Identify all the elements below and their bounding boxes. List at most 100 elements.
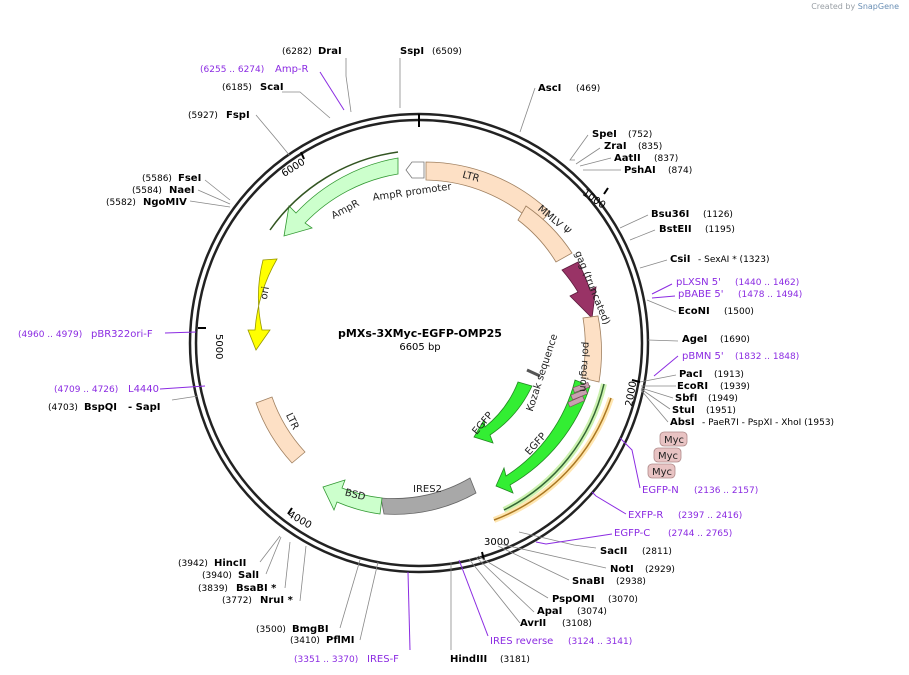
site-noti[interactable]: NotI (610, 564, 634, 575)
site-fsei[interactable]: FseI (178, 173, 201, 184)
bsaBI-leader (284, 541, 291, 589)
mmlv-psi-feature[interactable] (517, 205, 573, 263)
site-ngomiv[interactable]: NgoMIV (143, 197, 187, 208)
egfp-feature-inner[interactable] (473, 381, 533, 444)
pbr322ori-leader (164, 331, 197, 334)
ori-feature[interactable] (247, 258, 278, 351)
ampr-feature[interactable] (283, 157, 399, 237)
primer-ires-f[interactable]: IRES-F (367, 654, 399, 665)
site-pshai[interactable]: PshAI (624, 165, 656, 176)
site-pspomi[interactable]: PspOMI (552, 594, 594, 605)
site-pos-scai: (6185) (222, 83, 252, 93)
ltr-bottom-feature[interactable] (255, 396, 306, 464)
tick-label-1000: 1000 (580, 188, 607, 212)
pbmn-leader (653, 355, 679, 377)
kozak-feature (526, 368, 541, 378)
site-bsabi[interactable]: BsaBI * (236, 583, 277, 594)
site-sacii[interactable]: SacII (600, 546, 627, 557)
site-pos-asci: (469) (576, 84, 600, 94)
site-sspi[interactable]: SspI (400, 46, 424, 57)
ampr-promoter-label: AmpR promoter (372, 181, 453, 203)
credit-brand: SnapGene (857, 2, 899, 11)
primer-exfp-r[interactable]: EXFP-R (628, 510, 663, 521)
tick-marks (198, 114, 641, 561)
site-sali[interactable]: SalI (238, 570, 259, 581)
primer-egfp-c[interactable]: EGFP-C (614, 528, 650, 539)
scaI-leader (282, 91, 331, 119)
l4440-leader (159, 385, 206, 390)
site-snabi[interactable]: SnaBI (572, 576, 604, 587)
site-pos-noti: (2929) (645, 565, 675, 575)
primer-l4440[interactable]: L4440 (128, 384, 159, 395)
pol-label: pol region (577, 341, 591, 392)
site-pos-fsei: (5586) (142, 174, 172, 184)
egfp-primer-arrow (503, 383, 605, 511)
site-zrai[interactable]: ZraI (604, 141, 627, 152)
ampr-promoter-feature[interactable] (405, 161, 425, 179)
site-fspi[interactable]: FspI (226, 110, 250, 121)
site-pos-pflmi: (3410) (290, 636, 320, 646)
primer-plxsn[interactable]: pLXSN 5' (676, 277, 721, 288)
primer-pos-amp-r: (6255 .. 6274) (200, 65, 264, 75)
gag-feature[interactable] (561, 261, 597, 319)
site-pflmi[interactable]: PflMI (326, 635, 354, 646)
primer-ires-reverse[interactable]: IRES reverse (490, 636, 553, 647)
site-nrui[interactable]: NruI * (260, 595, 294, 606)
ltr-label: LTR (461, 170, 481, 185)
site-apai[interactable]: ApaI (537, 606, 562, 617)
features (247, 151, 614, 523)
site-pos-sbfi: (1949) (708, 394, 738, 404)
credit-prefix: Created by (811, 2, 856, 11)
site-drai[interactable]: DraI (318, 46, 342, 57)
primer-pos-pbabe: (1478 .. 1494) (738, 290, 802, 300)
site-avrii[interactable]: AvrII (520, 618, 546, 629)
bsd-feature[interactable] (322, 479, 383, 515)
primer-pbr322ori[interactable]: pBR322ori-F (91, 329, 153, 340)
site-asci[interactable]: AscI (538, 83, 561, 94)
site-scai[interactable]: ScaI (260, 82, 284, 93)
nruI-leader (299, 545, 307, 602)
site-pos-zrai: (835) (638, 142, 662, 152)
site-bspqi[interactable]: BspQI (84, 402, 117, 413)
site-bmgbi[interactable]: BmgBI (292, 624, 329, 635)
site-naei[interactable]: NaeI (169, 185, 195, 196)
stuI-leader (640, 388, 671, 410)
primer-pbabe[interactable]: pBABE 5' (678, 289, 724, 300)
site-paci[interactable]: PacI (679, 369, 702, 380)
primer-pos-egfp-n: (2136 .. 2157) (694, 486, 758, 496)
sacII-leader (518, 531, 597, 549)
site-pos-absi: - PaeR7I - PspXI - XhoI (1953) (702, 418, 834, 428)
ampr-dark-line (269, 151, 399, 231)
ltr-feature[interactable] (425, 161, 551, 227)
plasmid-name: pMXs-3XMyc-EGFP-OMP25 (338, 327, 502, 340)
primer-egfp-n[interactable]: EGFP-N (642, 485, 679, 496)
zraI-leader (575, 147, 601, 165)
site-econi[interactable]: EcoNI (678, 306, 710, 317)
site-pos-hincii: (3942) (178, 559, 208, 569)
site-spei[interactable]: SpeI (592, 129, 617, 140)
site-hincii[interactable]: HincII (214, 558, 246, 569)
pol-region-feature[interactable] (581, 315, 602, 383)
site-pos-snabi: (2938) (616, 577, 646, 587)
site-agei[interactable]: AgeI (682, 334, 707, 345)
site-stui[interactable]: StuI (672, 405, 695, 416)
site-hindiii[interactable]: HindIII (450, 654, 487, 665)
site-absi[interactable]: AbsI (670, 417, 695, 428)
primer-pbmn[interactable]: pBMN 5' (682, 351, 724, 362)
site-pos-stui: (1951) (706, 406, 736, 416)
ascI-leader (519, 87, 536, 133)
site-csii[interactable]: CsiI (670, 254, 690, 265)
site-sbfi[interactable]: SbfI (675, 393, 697, 404)
site-bsu36i[interactable]: Bsu36I (651, 209, 689, 220)
ngoMIV-leader (189, 200, 231, 208)
aatII-leader (579, 157, 612, 167)
primer-amp-r[interactable]: Amp-R (275, 64, 309, 75)
egfp-feature-outer[interactable] (495, 379, 591, 494)
ires2-label: IRES2 (413, 484, 442, 495)
site-bsteii[interactable]: BstEII (659, 224, 692, 235)
snapgene-credit: Created by SnapGene (811, 2, 899, 11)
site-sapi[interactable]: - SapI (128, 402, 160, 413)
site-pos-agei: (1690) (720, 335, 750, 345)
site-aatii[interactable]: AatII (614, 153, 641, 164)
site-ecori[interactable]: EcoRI (677, 381, 708, 392)
